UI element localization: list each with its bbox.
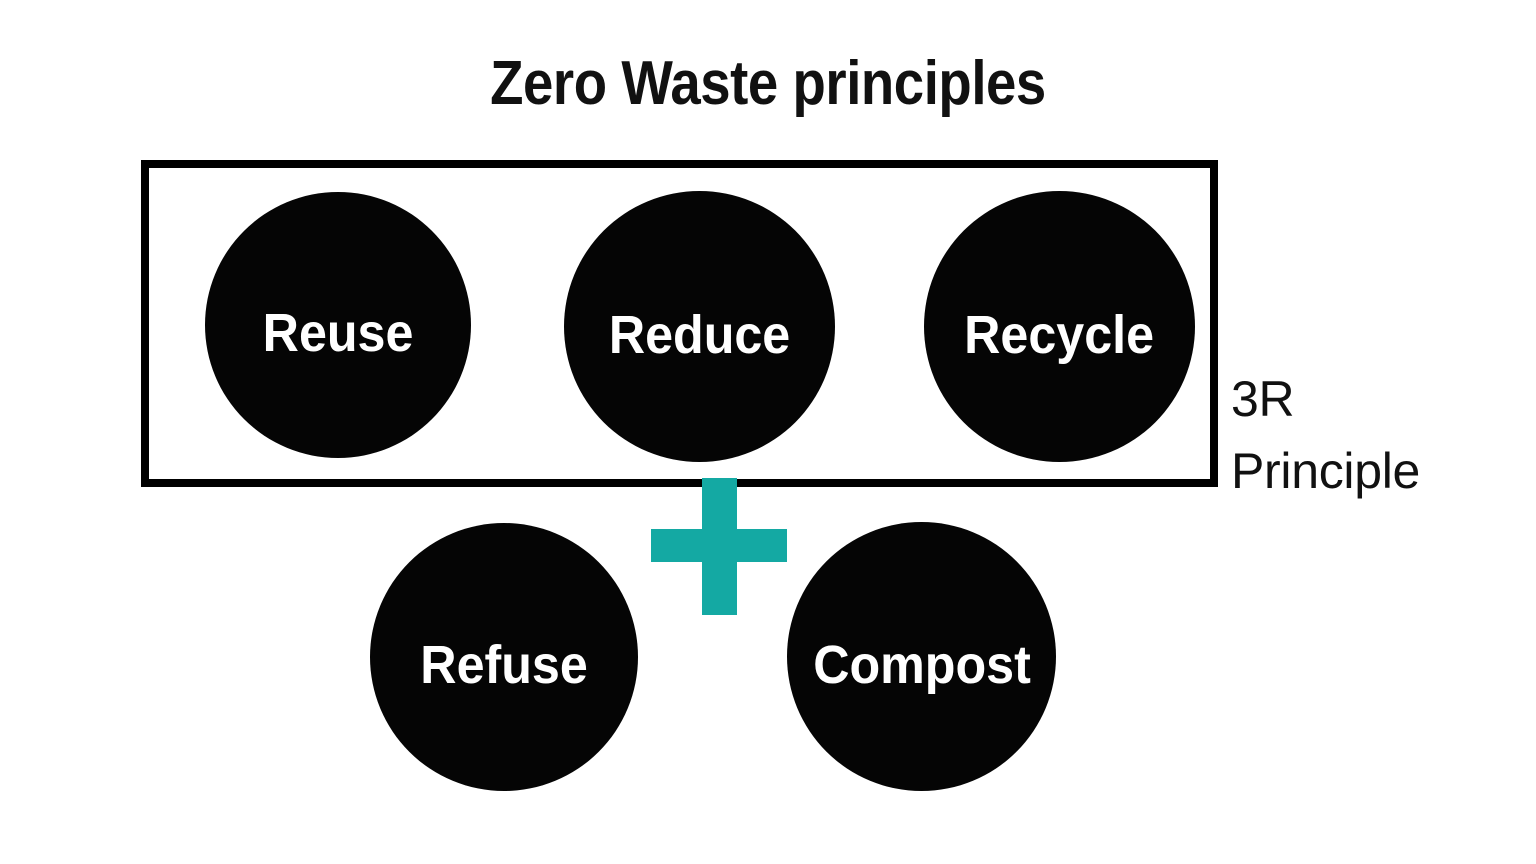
plus-icon-horizontal-bar — [651, 529, 787, 562]
node-reduce-label: Reduce — [608, 304, 791, 365]
caption-line-2: Principle — [1231, 443, 1421, 499]
three-r-group-box — [141, 160, 1218, 487]
plus-icon — [651, 478, 787, 615]
node-recycle[interactable]: Recycle — [924, 191, 1195, 462]
node-refuse[interactable]: Refuse — [370, 523, 638, 791]
node-reuse-label: Reuse — [262, 303, 414, 363]
node-compost-label: Compost — [812, 634, 1031, 695]
caption-line-1: 3R — [1231, 371, 1295, 427]
node-refuse-label: Refuse — [420, 635, 588, 695]
node-compost[interactable]: Compost — [787, 522, 1056, 791]
node-reduce[interactable]: Reduce — [564, 191, 835, 462]
node-reuse[interactable]: Reuse — [205, 192, 471, 458]
node-recycle-label: Recycle — [964, 304, 1155, 365]
page-title: Zero Waste principles — [490, 49, 1046, 118]
three-r-principle-caption: 3R Principle — [1231, 363, 1420, 507]
